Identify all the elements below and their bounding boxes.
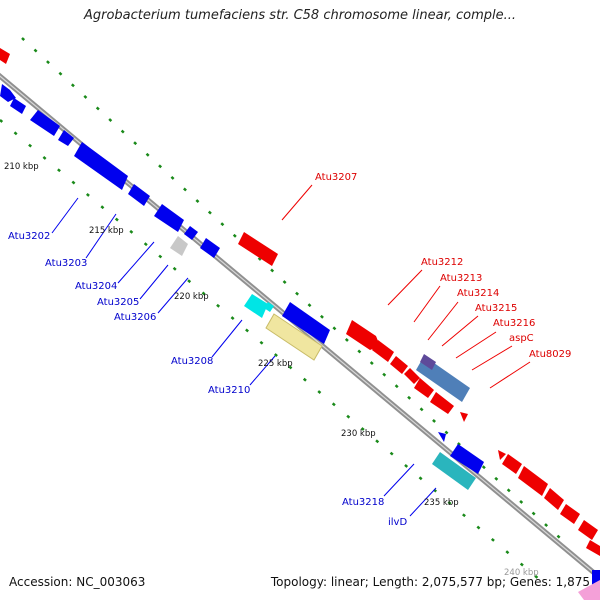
gene-feature[interactable]: [184, 226, 198, 240]
gene-label[interactable]: Atu3218: [342, 497, 384, 508]
gene-label[interactable]: ilvD: [388, 517, 407, 528]
forward-gene-labels: Atu3207 Atu3212 Atu3213 Atu3214 Atu3215 …: [315, 172, 571, 360]
gene-label[interactable]: Atu3206: [114, 312, 156, 323]
gene-feature[interactable]: [498, 450, 506, 460]
cyan-feature[interactable]: [244, 294, 268, 318]
gene-label[interactable]: Atu3210: [208, 385, 250, 396]
gene-label[interactable]: Atu3205: [97, 297, 139, 308]
gene-label[interactable]: Atu8029: [529, 349, 571, 360]
gene-label[interactable]: Atu3216: [493, 318, 535, 329]
gene-label[interactable]: Atu3203: [45, 258, 87, 269]
teal-feature[interactable]: [432, 452, 476, 490]
gene-feature[interactable]: [578, 520, 598, 540]
gene-label[interactable]: Atu3215: [475, 303, 517, 314]
gene-feature[interactable]: [450, 444, 484, 474]
gene-feature[interactable]: [404, 368, 420, 384]
tick-label: 225 kbp: [258, 359, 293, 369]
tick-label: 215 kbp: [89, 226, 124, 236]
gene-label[interactable]: Atu3204: [75, 281, 117, 292]
gene-feature[interactable]: [438, 432, 446, 442]
gene-feature[interactable]: [10, 98, 26, 114]
gene-feature[interactable]: [128, 184, 150, 206]
tick-label: 210 kbp: [4, 162, 39, 172]
gene-feature[interactable]: [154, 204, 184, 232]
tick-track-inner: [0, 119, 541, 581]
khaki-feature[interactable]: [265, 313, 323, 361]
cyan-feature-small[interactable]: [264, 302, 274, 312]
gene-feature[interactable]: [58, 130, 74, 146]
tick-label: 220 kbp: [174, 292, 209, 302]
reverse-gene-labels: Atu3202 Atu3203 Atu3204 Atu3205 Atu3206 …: [8, 231, 407, 528]
reverse-strand-genes: [0, 84, 600, 588]
gene-feature[interactable]: [560, 504, 580, 524]
gene-feature[interactable]: [460, 412, 468, 422]
gene-feature[interactable]: [200, 238, 220, 258]
gene-feature[interactable]: [390, 356, 408, 374]
accession-label: Accession: NC_003063: [9, 575, 146, 589]
gene-label[interactable]: Atu3214: [457, 288, 499, 299]
gene-label[interactable]: Atu3213: [440, 273, 482, 284]
gene-feature[interactable]: [0, 84, 16, 102]
gene-feature[interactable]: [430, 392, 454, 414]
summary-label: Topology: linear; Length: 2,075,577 bp; …: [270, 575, 590, 589]
tick-label: 235 kbp: [424, 498, 459, 508]
gene-label[interactable]: aspC: [509, 333, 534, 344]
gene-feature[interactable]: [238, 232, 278, 266]
tick-label: 230 kbp: [341, 429, 376, 439]
gene-feature[interactable]: [544, 488, 564, 510]
gene-feature[interactable]: [372, 340, 394, 362]
gene-feature[interactable]: [346, 320, 380, 350]
forward-strand-genes: [0, 48, 600, 556]
gene-feature[interactable]: [586, 540, 600, 556]
tick-label: 240 kbp: [504, 568, 539, 578]
gene-feature[interactable]: [518, 466, 548, 496]
gene-label[interactable]: Atu3202: [8, 231, 50, 242]
gene-feature[interactable]: [414, 378, 434, 398]
tick-labels: 210 kbp 215 kbp 220 kbp 225 kbp 230 kbp …: [4, 162, 539, 578]
gene-label[interactable]: Atu3212: [421, 257, 463, 268]
map-title: Agrobacterium tumefaciens str. C58 chrom…: [83, 8, 517, 23]
gene-feature[interactable]: [502, 454, 522, 474]
gray-feature[interactable]: [170, 236, 188, 256]
pink-feature[interactable]: [578, 580, 600, 600]
gene-label[interactable]: Atu3208: [171, 356, 213, 367]
gene-feature[interactable]: [74, 142, 128, 190]
forward-label-callouts: [281, 184, 531, 389]
purple-feature[interactable]: [420, 354, 436, 370]
gene-label[interactable]: Atu3207: [315, 172, 357, 183]
gene-feature[interactable]: [0, 48, 10, 64]
gene-feature[interactable]: [30, 110, 60, 136]
reverse-label-callouts: [51, 197, 437, 517]
other-features: [170, 236, 476, 490]
gene-feature[interactable]: [282, 302, 330, 344]
